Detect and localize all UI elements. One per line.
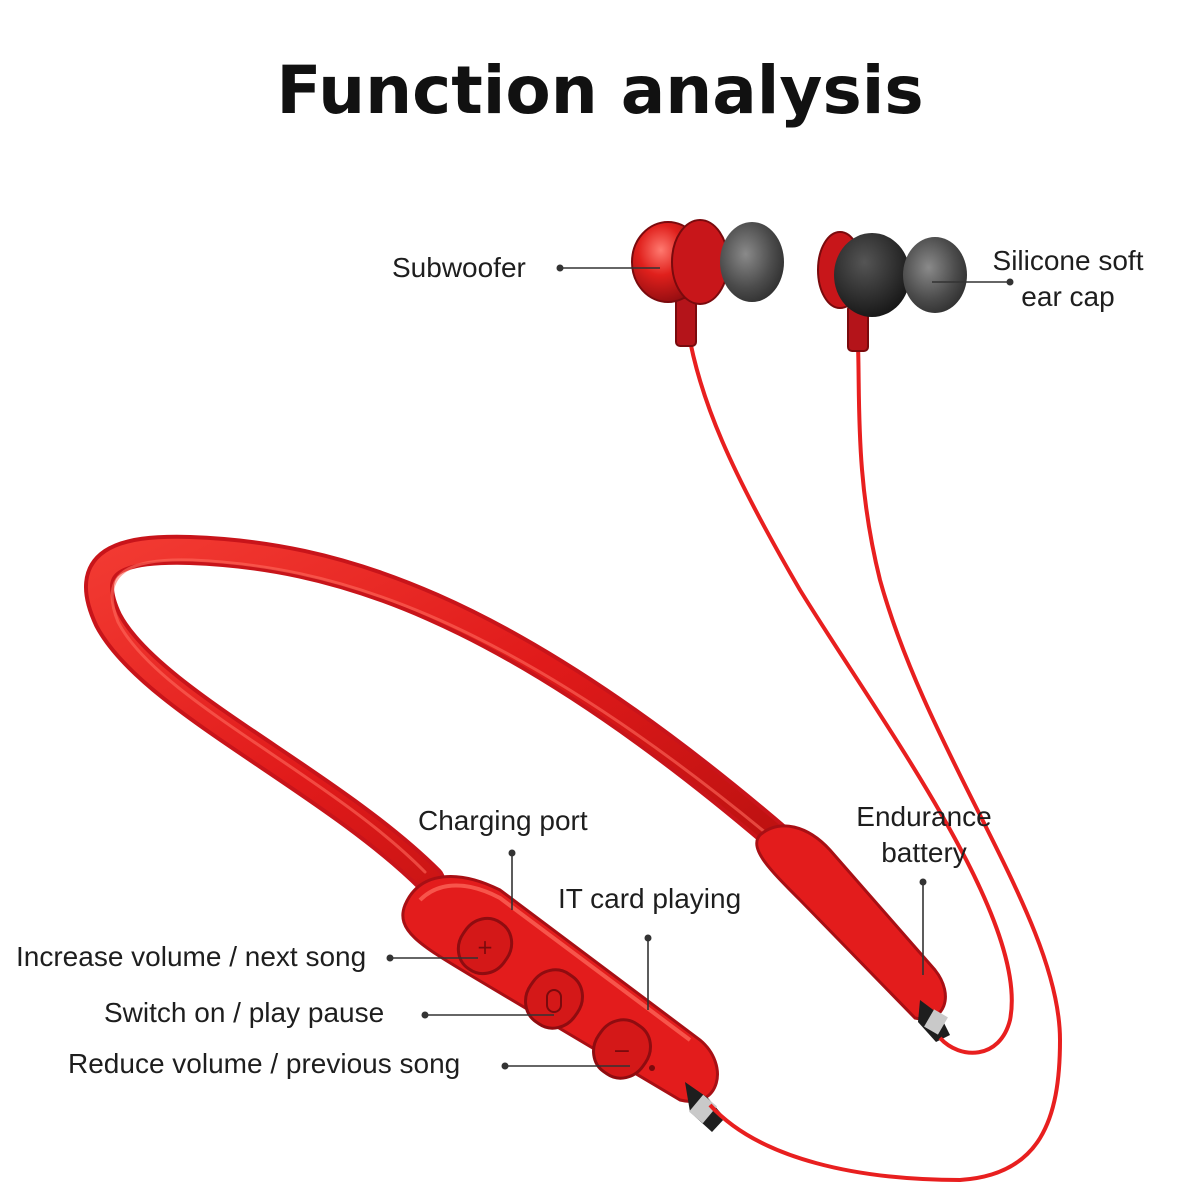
svg-text:−: − (613, 1039, 631, 1064)
label-tf-card: IT card playing (558, 883, 742, 914)
volume-up-button[interactable]: + (448, 909, 521, 984)
svg-text:+: + (477, 935, 494, 959)
label-switch-on: Switch on / play pause (104, 997, 385, 1028)
play-pause-button[interactable] (515, 960, 593, 1038)
label-endurance-line2: battery (881, 837, 967, 868)
page-title: Function analysis (276, 52, 924, 129)
neckband (84, 534, 795, 895)
earphone-cables (686, 329, 1063, 1183)
volume-down-button[interactable]: − (583, 1010, 661, 1088)
microphone-hole (649, 1065, 655, 1071)
left-earbud (631, 219, 784, 347)
label-silicone-line2: ear cap (1021, 281, 1115, 312)
label-endurance-line1: Endurance (856, 801, 992, 832)
battery-module (755, 824, 950, 1042)
label-charging-port: Charging port (418, 805, 588, 836)
label-increase-volume: Increase volume / next song (16, 941, 367, 972)
label-subwoofer: Subwoofer (392, 252, 526, 283)
leader-lines (386, 264, 1014, 1070)
label-silicone-line1: Silicone soft (992, 245, 1144, 276)
right-earbud (817, 231, 967, 352)
label-endurance-battery: Endurance battery (846, 799, 1002, 871)
label-silicone-ear-cap: Silicone soft ear cap (982, 243, 1154, 315)
label-reduce-volume: Reduce volume / previous song (68, 1048, 461, 1079)
